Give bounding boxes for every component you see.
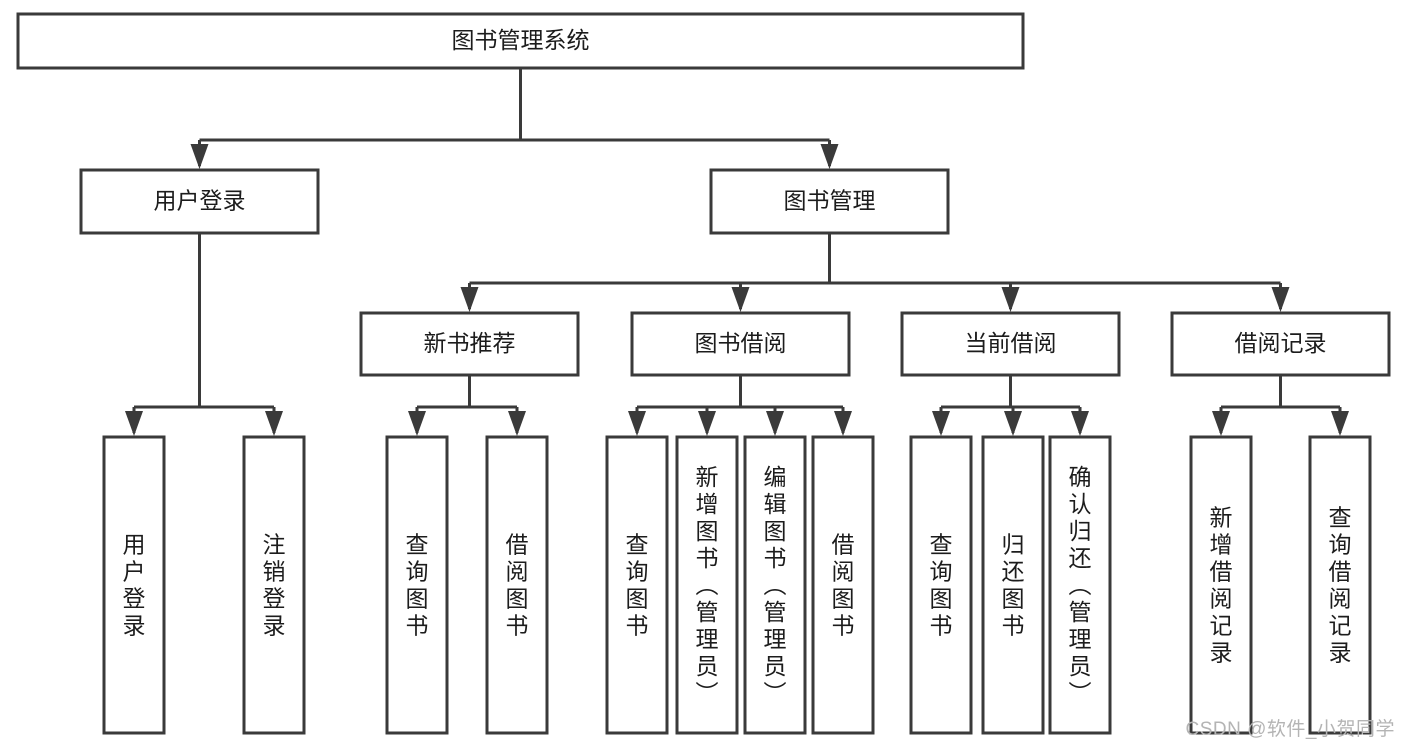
node-label-borrow-record: 借阅记录	[1235, 330, 1327, 356]
arrow-head-user-login	[190, 144, 209, 169]
arrow-head-leaf-query-borrow-record	[1331, 411, 1349, 436]
node-box-book-management[interactable]	[709, 168, 950, 235]
node-label-leaf-add-borrow-record: 新增借阅记录	[1210, 505, 1233, 666]
node-leaf-add-book[interactable]: 新增图书︵管理员︶	[675, 435, 739, 735]
node-box-borrow-record[interactable]	[1170, 311, 1391, 377]
arrow-head-leaf-edit-book	[766, 411, 784, 436]
arrow-head-leaf-user-login	[125, 411, 143, 436]
arrow-head-leaf-add-borrow-record	[1212, 411, 1230, 436]
node-label-leaf-add-book: 新增图书︵管理员︶	[696, 464, 719, 706]
node-box-leaf-add-borrow-record[interactable]	[1189, 435, 1253, 735]
node-label-leaf-borrow-book: 借阅图书	[832, 532, 855, 639]
node-current-borrow[interactable]: 当前借阅	[900, 311, 1121, 377]
node-label-current-borrow: 当前借阅	[965, 330, 1057, 356]
node-borrow-record[interactable]: 借阅记录	[1170, 311, 1391, 377]
node-box-leaf-return-book[interactable]	[981, 435, 1045, 735]
node-new-book-recommend[interactable]: 新书推荐	[359, 311, 580, 377]
node-label-leaf-borrow-book-recommend: 借阅图书	[506, 532, 529, 639]
arrow-head-book-management	[820, 144, 839, 169]
arrow-head-leaf-logout	[265, 411, 283, 436]
node-user-login[interactable]: 用户登录	[79, 168, 320, 235]
node-box-user-login[interactable]	[79, 168, 320, 235]
node-leaf-logout[interactable]: 注销登录	[242, 435, 306, 735]
arrow-head-leaf-query-book-borrow	[628, 411, 646, 436]
node-label-user-login: 用户登录	[154, 188, 246, 214]
node-leaf-add-borrow-record[interactable]: 新增借阅记录	[1189, 435, 1253, 735]
node-box-leaf-user-login[interactable]	[102, 435, 166, 735]
node-box-leaf-borrow-book[interactable]	[811, 435, 875, 735]
node-label-leaf-query-book-current: 查询图书	[930, 532, 953, 639]
arrow-head-leaf-query-book-current	[932, 411, 950, 436]
arrow-head-leaf-add-book	[698, 411, 716, 436]
arrow-head-leaf-return-book	[1004, 411, 1022, 436]
node-leaf-borrow-book[interactable]: 借阅图书	[811, 435, 875, 735]
arrow-head-leaf-borrow-book	[834, 411, 852, 436]
node-box-leaf-borrow-book-recommend[interactable]	[485, 435, 549, 735]
node-label-leaf-return-book: 归还图书	[1002, 532, 1025, 639]
node-label-leaf-user-login: 用户登录	[123, 532, 146, 639]
node-label-leaf-query-book-recommend: 查询图书	[406, 532, 429, 639]
edges-layer	[125, 68, 1349, 436]
node-leaf-user-login[interactable]: 用户登录	[102, 435, 166, 735]
node-box-leaf-query-borrow-record[interactable]	[1308, 435, 1372, 735]
node-book-management[interactable]: 图书管理	[709, 168, 950, 235]
node-label-leaf-query-book-borrow: 查询图书	[626, 532, 649, 639]
arrow-head-leaf-query-book-recommend	[408, 411, 426, 436]
arrow-head-leaf-confirm-return	[1071, 411, 1089, 436]
node-leaf-query-borrow-record[interactable]: 查询借阅记录	[1308, 435, 1372, 735]
node-label-leaf-confirm-return: 确认归还︵管理员︶	[1069, 464, 1092, 706]
node-box-leaf-logout[interactable]	[242, 435, 306, 735]
arrow-head-leaf-borrow-book-recommend	[508, 411, 526, 436]
node-box-leaf-add-book[interactable]	[675, 435, 739, 735]
node-box-leaf-query-book-borrow[interactable]	[605, 435, 669, 735]
node-box-book-borrow[interactable]	[630, 311, 851, 377]
node-book-borrow[interactable]: 图书借阅	[630, 311, 851, 377]
node-label-leaf-logout: 注销登录	[263, 532, 286, 639]
node-box-leaf-confirm-return[interactable]	[1048, 435, 1112, 735]
nodes-layer: 图书管理系统用户登录图书管理新书推荐图书借阅当前借阅借阅记录用户登录注销登录查询…	[16, 12, 1391, 735]
node-box-leaf-query-book-recommend[interactable]	[385, 435, 449, 735]
node-box-current-borrow[interactable]	[900, 311, 1121, 377]
node-leaf-edit-book[interactable]: 编辑图书︵管理员︶	[743, 435, 807, 735]
node-label-leaf-query-borrow-record: 查询借阅记录	[1329, 505, 1352, 666]
node-label-book-management: 图书管理	[784, 188, 876, 214]
node-box-root[interactable]	[16, 12, 1025, 70]
node-leaf-confirm-return[interactable]: 确认归还︵管理员︶	[1048, 435, 1112, 735]
node-box-new-book-recommend[interactable]	[359, 311, 580, 377]
node-box-leaf-edit-book[interactable]	[743, 435, 807, 735]
node-leaf-return-book[interactable]: 归还图书	[981, 435, 1045, 735]
node-label-root: 图书管理系统	[452, 27, 590, 53]
arrow-head-book-borrow	[731, 287, 750, 312]
node-label-book-borrow: 图书借阅	[695, 330, 787, 356]
node-label-new-book-recommend: 新书推荐	[424, 330, 516, 356]
arrow-head-current-borrow	[1001, 287, 1020, 312]
node-leaf-borrow-book-recommend[interactable]: 借阅图书	[485, 435, 549, 735]
node-leaf-query-book-recommend[interactable]: 查询图书	[385, 435, 449, 735]
node-box-leaf-query-book-current[interactable]	[909, 435, 973, 735]
node-label-leaf-edit-book: 编辑图书︵管理员︶	[764, 464, 787, 706]
arrow-head-new-book-recommend	[460, 287, 479, 312]
arrow-head-borrow-record	[1271, 287, 1290, 312]
node-leaf-query-book-current[interactable]: 查询图书	[909, 435, 973, 735]
watermark-label: CSDN @软件_小贺同学	[1185, 719, 1395, 740]
node-root[interactable]: 图书管理系统	[16, 12, 1025, 70]
node-leaf-query-book-borrow[interactable]: 查询图书	[605, 435, 669, 735]
